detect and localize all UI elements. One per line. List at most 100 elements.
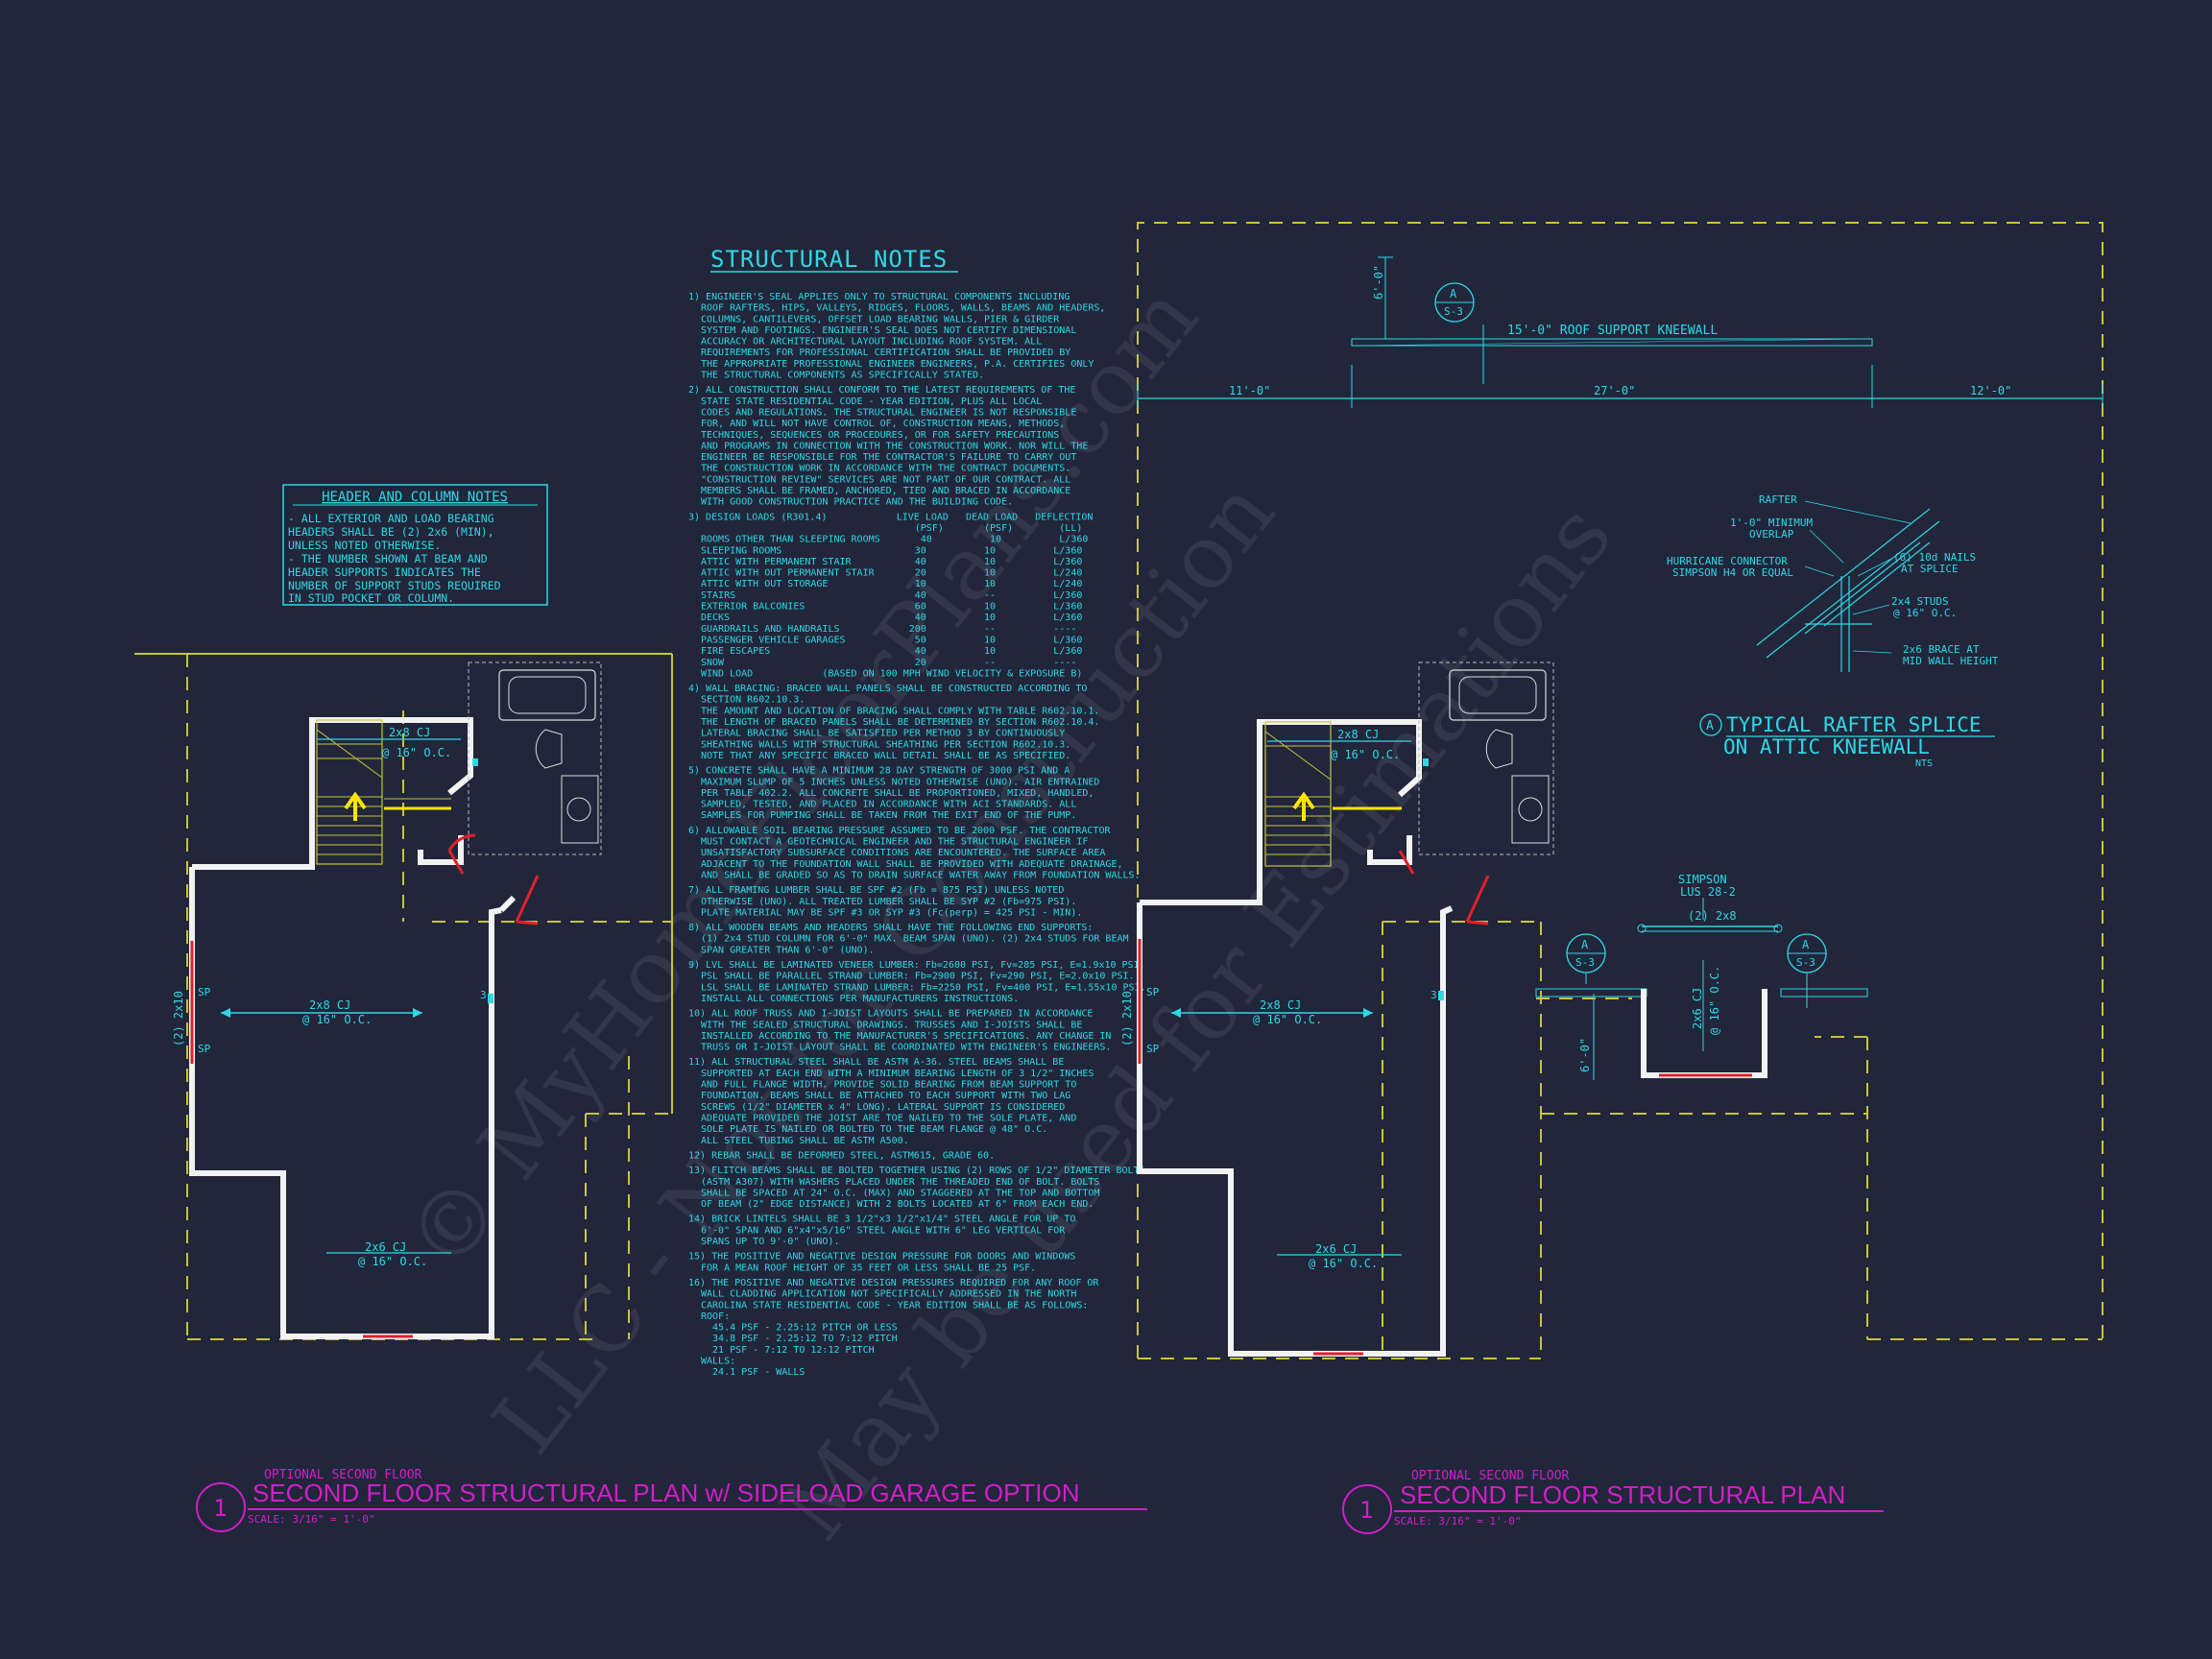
dormer-cj-oc-label: @ 16" O.C. <box>1708 966 1721 1035</box>
stud-count: 3 <box>480 989 487 1001</box>
structural-note-line: INSTALL ALL CONNECTIONS PER MANUFACTURER… <box>701 994 1019 1004</box>
nails-label: (6) 10d NAILS <box>1893 551 1976 564</box>
structural-note-line: (1) 2x4 STUD COLUMN FOR 6'-0" MAX. BEAM … <box>701 934 1129 945</box>
header-column-notes: HEADER AND COLUMN NOTES - ALL EXTERIOR A… <box>282 484 548 606</box>
structural-note-line: ROOF: <box>701 1311 730 1322</box>
structural-note-line: ATTIC WITH PERMANENT STAIR 40 10 L/360 <box>701 557 1082 567</box>
title-left-main: SECOND FLOOR STRUCTURAL PLAN w/ SIDELOAD… <box>252 1479 1080 1507</box>
structural-note-line: WALL CLADDING APPLICATION NOT SPECIFICAL… <box>701 1289 1076 1300</box>
rafter-detail-scale: NTS <box>1915 758 1933 769</box>
structural-note-line: THE LENGTH OF BRACED PANELS SHALL BE DET… <box>701 717 1099 728</box>
structural-note-line: OTHERWISE (UNO). ALL TREATED LUMBER SHAL… <box>701 897 1076 907</box>
structural-note-line: CODES AND REGULATIONS. THE STRUCTURAL EN… <box>701 408 1076 419</box>
beam-label: (2) 2x8 <box>1688 909 1737 923</box>
structural-note-line: WIND LOAD (BASED ON 100 MPH WIND VELOCIT… <box>701 668 1082 679</box>
structural-note-line: ATTIC WITH OUT PERMANENT STAIR 20 10 L/2… <box>701 568 1082 579</box>
structural-note-line: ALL STEEL TUBING SHALL BE ASTM A500. <box>701 1136 909 1146</box>
structural-notes: STRUCTURAL NOTES 1) ENGINEER'S SEAL APPL… <box>688 246 1146 1378</box>
structural-note-line: 15) THE POSITIVE AND NEGATIVE DESIGN PRE… <box>688 1252 1075 1262</box>
joist-label-main: 2x8 CJ <box>1260 998 1301 1012</box>
structural-note-line: AND SHALL BE GRADED SO AS TO DRAIN SURFA… <box>701 871 1141 881</box>
structural-note-line: FIRE ESCAPES 40 10 L/360 <box>701 646 1082 657</box>
stair-up-arrow <box>1292 791 1315 821</box>
structural-note-line: 6'-0" SPAN AND 6"x4"x5/16" STEEL ANGLE W… <box>701 1225 1066 1236</box>
structural-note-line: ROOF RAFTERS, HIPS, VALLEYS, RIDGES, FLO… <box>701 303 1105 314</box>
structural-note-line: CAROLINA STATE RESIDENTIAL CODE - YEAR E… <box>701 1300 1088 1310</box>
studs-label: 2x4 STUDS <box>1891 595 1949 608</box>
joist-label-main: 2x8 CJ <box>309 998 350 1012</box>
rafter-detail-title-2: ON ATTIC KNEEWALL <box>1723 735 1930 758</box>
structural-note-line: 13) FLITCH BEAMS SHALL BE BOLTED TOGETHE… <box>688 1166 1145 1176</box>
title-right-main: SECOND FLOOR STRUCTURAL PLAN <box>1400 1480 1845 1509</box>
structural-note-line: SNOW 20 -- ---- <box>701 658 1076 668</box>
structural-note-line: ATTIC WITH OUT STORAGE 10 10 L/240 <box>701 579 1082 589</box>
stair-up-arrow <box>344 791 367 821</box>
section-marker-letter: A <box>1450 287 1457 301</box>
kneewall-detail: 11'-0" 27'-0" 12'-0" 15'-0" ROOF SUPPORT… <box>1137 256 2104 408</box>
hurricane-label-2: SIMPSON H4 OR EQUAL <box>1672 566 1793 579</box>
structural-note-line: MUST CONTACT A GEOTECHNICAL ENGINEER AND… <box>701 837 1088 848</box>
header-notes-line: NUMBER OF SUPPORT STUDS REQUIRED <box>288 579 501 592</box>
header-notes-line: UNLESS NOTED OTHERWISE. <box>288 539 441 552</box>
structural-note-line: STATE STATE RESIDENTIAL CODE - YEAR EDIT… <box>701 397 1042 407</box>
rafter-detail-title-1: TYPICAL RAFTER SPLICE <box>1726 713 1982 736</box>
structural-note-line: WITH GOOD CONSTRUCTION PRACTICE AND THE … <box>701 497 1013 508</box>
structural-note-line: SPAN GREATER THAN 6'-0" (UNO). <box>701 945 875 955</box>
structural-note-line: 34.8 PSF - 2.25:12 TO 7:12 PITCH <box>701 1334 898 1344</box>
title-right: 1 OPTIONAL SECOND FLOOR SECOND FLOOR STR… <box>1342 1469 1884 1534</box>
kneewall-label: 15'-0" ROOF SUPPORT KNEEWALL <box>1507 324 1718 338</box>
structural-note-line: 21 PSF - 7:12 TO 12:12 PITCH <box>701 1345 875 1356</box>
structural-note-line: NOTE THAT ANY SPECIFIC BRACED WALL DETAI… <box>701 751 1070 761</box>
title-left-scale: SCALE: 3/16" = 1'-0" <box>248 1513 374 1526</box>
dim-mid: 27'-0" <box>1594 384 1635 397</box>
structural-note-line: 16) THE POSITIVE AND NEGATIVE DESIGN PRE… <box>688 1278 1099 1288</box>
structural-note-line: 14) BRICK LINTELS SHALL BE 3 1/2"x3 1/2"… <box>688 1214 1075 1225</box>
structural-note-line: SHALL BE SPACED AT 24" O.C. (MAX) AND ST… <box>701 1188 1099 1198</box>
brace-label-2: MID WALL HEIGHT <box>1903 655 1999 667</box>
structural-note-line: 1) ENGINEER'S SEAL APPLIES ONLY TO STRUC… <box>688 292 1070 302</box>
side-header-label: (2) 2x10 <box>1120 991 1134 1046</box>
structural-note-line: 5) CONCRETE SHALL HAVE A MINIMUM 28 DAY … <box>688 766 1070 777</box>
structural-note-line: OF BEAM (2" EDGE DISTANCE) WITH 2 BOLTS … <box>701 1199 1094 1210</box>
rafter-label: RAFTER <box>1759 493 1797 506</box>
structural-note-line: 4) WALL BRACING: BRACED WALL PANELS SHAL… <box>688 684 1087 694</box>
structural-note-line: 9) LVL SHALL BE LAMINATED VENEER LUMBER:… <box>688 960 1145 971</box>
stud-count: 3 <box>1431 989 1437 1001</box>
structural-note-line: PASSENGER VEHICLE GARAGES 50 10 L/360 <box>701 636 1082 646</box>
header-notes-title: HEADER AND COLUMN NOTES <box>322 490 508 505</box>
structural-note-line: AND PROGRAMS IN CONNECTION WITH THE CONS… <box>701 441 1088 451</box>
structural-note-line: THE CONSTRUCTION WORK IN ACCORDANCE WITH… <box>701 464 1070 474</box>
dormer-height: 6'-0" <box>1578 1038 1592 1072</box>
nails-label-2: AT SPLICE <box>1901 563 1959 575</box>
structural-note-line: DECKS 40 10 L/360 <box>701 613 1082 623</box>
dim-right: 12'-0" <box>1970 384 2011 397</box>
header-notes-line: IN STUD POCKET OR COLUMN. <box>288 591 454 605</box>
title-left-small: OPTIONAL SECOND FLOOR <box>264 1468 422 1482</box>
sp-label: SP <box>1146 986 1160 998</box>
structural-note-line: PLATE MATERIAL MAY BE SPF #3 OR SYP #3 (… <box>701 907 1082 918</box>
rafter-splice-detail: RAFTER 1'-0" MINIMUM OVERLAP HURRICANE C… <box>1667 493 1999 769</box>
structural-note-line: ADJACENT TO THE FOUNDATION WALL SHALL BE… <box>701 859 1123 870</box>
structural-note-line: PSL SHALL BE PARALLEL STRAND LUMBER: Fb=… <box>701 972 1135 982</box>
joist-label-upper: 2x8 CJ <box>1337 728 1379 741</box>
structural-note-line: SECTION R602.10.3. <box>701 695 805 706</box>
side-header-label: (2) 2x10 <box>172 991 185 1046</box>
dormer-marker-left: A <box>1581 938 1589 951</box>
structural-note-line: THE APPROPRIATE PROFESSIONAL ENGINEER EN… <box>701 359 1094 370</box>
detail-marker: A <box>1706 719 1714 733</box>
joist-label-bottom-oc: @ 16" O.C. <box>1309 1257 1378 1270</box>
joist-label-upper-oc: @ 16" O.C. <box>1331 748 1400 761</box>
structural-note-line: MAXIMUM SLUMP OF 5 INCHES UNLESS NOTED O… <box>701 777 1099 787</box>
structural-note-line: WALLS: <box>701 1357 735 1367</box>
joist-label-upper: 2x8 CJ <box>389 726 430 739</box>
joist-label-bottom: 2x6 CJ <box>1315 1242 1357 1256</box>
title-left: 1 OPTIONAL SECOND FLOOR SECOND FLOOR STR… <box>196 1468 1147 1532</box>
structural-note-line: FOR A MEAN ROOF HEIGHT OF 35 FEET OR LES… <box>701 1262 1036 1273</box>
structural-note-line: WITH THE SEALED STRUCTURAL DRAWINGS. TRU… <box>701 1020 1082 1030</box>
floor-plan-left: 2x8 CJ @ 16" O.C. 2x8 CJ @ 16" O.C. 2x6 … <box>134 653 673 1340</box>
structural-note-line: THE STRUCTURAL COMPONENTS AS SPECIFICALL… <box>701 371 984 381</box>
dormer-detail: SIMPSON LUS 28-2 (2) 2x8 2x6 CJ @ 16" O.… <box>1535 873 1868 1080</box>
structural-note-line: COLUMNS, CANTILEVERS, OFFSET LOAD BEARIN… <box>701 314 1060 325</box>
structural-note-line: ACCURACY OR ARCHITECTURAL LAYOUT INCLUDI… <box>701 337 1042 348</box>
structural-note-line: 24.1 PSF - WALLS <box>701 1367 805 1378</box>
